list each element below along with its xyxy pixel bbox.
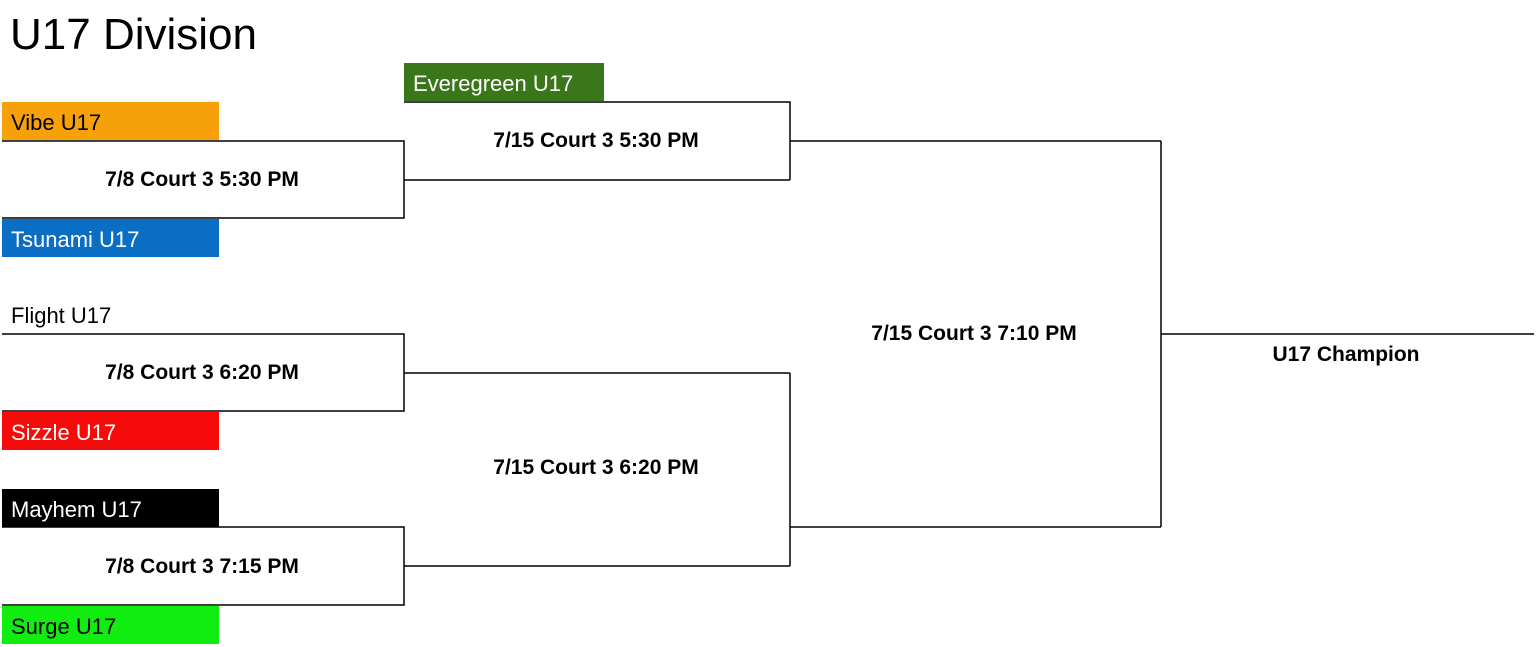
r1-m1-connector <box>2 140 790 219</box>
team-tsunami: Tsunami U17 <box>2 219 219 257</box>
final-connector <box>1160 141 1534 527</box>
team-everegreen: Everegreen U17 <box>404 63 604 101</box>
team-flight: Flight U17 <box>2 295 219 333</box>
team-vibe: Vibe U17 <box>2 102 219 140</box>
page-title: U17 Division <box>10 10 257 59</box>
match-r1-m3: 7/8 Court 3 7:15 PM <box>105 555 299 578</box>
team-sizzle: Sizzle U17 <box>2 412 219 450</box>
r1-m2-connector <box>2 333 790 412</box>
champion-label: U17 Champion <box>1272 343 1420 366</box>
match-r2-m1: 7/15 Court 3 5:30 PM <box>493 129 699 152</box>
team-surge: Surge U17 <box>2 606 219 644</box>
match-r1-m2: 7/8 Court 3 6:20 PM <box>105 361 299 384</box>
match-r2-m2: 7/15 Court 3 6:20 PM <box>493 456 699 479</box>
match-r1-m1: 7/8 Court 3 5:30 PM <box>105 168 299 191</box>
r2-m1-connector <box>404 101 1161 180</box>
r2-m2-connector <box>789 373 1161 566</box>
r1-m3-connector <box>2 526 790 606</box>
match-final: 7/15 Court 3 7:10 PM <box>871 322 1077 345</box>
team-mayhem: Mayhem U17 <box>2 489 219 527</box>
